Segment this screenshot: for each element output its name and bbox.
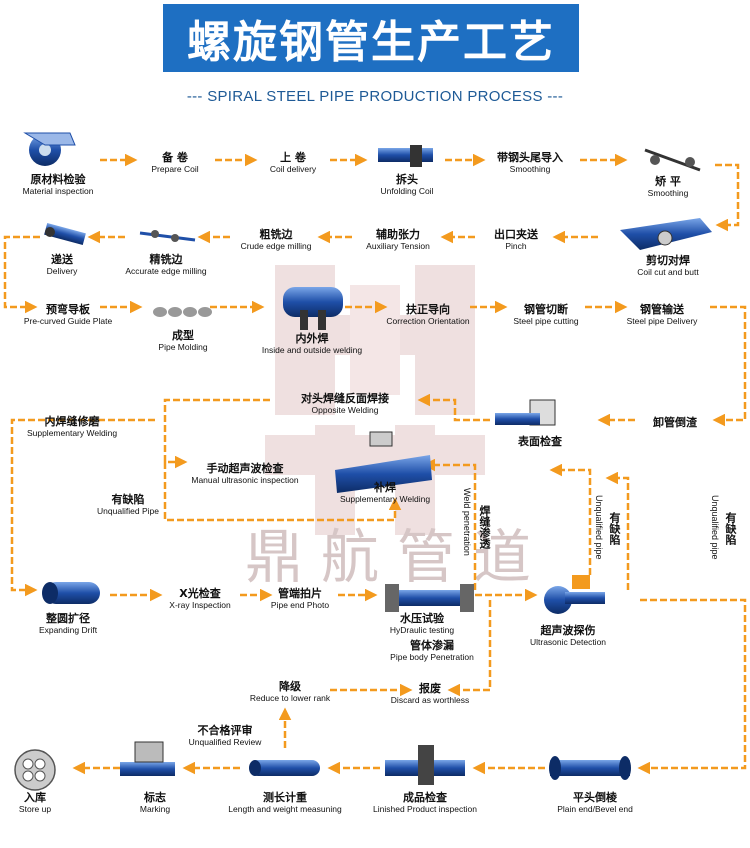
icon-material-inspection [23, 132, 76, 166]
step-unload-slag: 卸管倒渣 [653, 416, 697, 429]
icon-hydraulic [385, 584, 474, 612]
arrow-opp-loop [163, 398, 270, 469]
icon-store-up [14, 749, 56, 791]
icon-surface-check [495, 399, 556, 426]
unqualified-pipe-1-cn: 有缺陷 [608, 512, 621, 545]
icon-finished-product [385, 745, 465, 785]
icon-ultrasonic [544, 575, 605, 614]
icon-coil-cut [620, 218, 712, 250]
icon-smoothing [644, 148, 701, 172]
icon-expanding-drift [42, 582, 100, 604]
unqualified-pipe-1-en: Unqualified pipe [594, 495, 604, 560]
unqualified-pipe-2-en: Unqualified pipe [710, 495, 720, 560]
icon-length-weight [249, 760, 320, 776]
weld-penetration-en: Weld penetration [462, 488, 472, 556]
arrow-right-down [637, 598, 747, 775]
unqualified-pipe-2-cn: 有缺陷 [724, 512, 737, 545]
subtitle: --- SPIRAL STEEL PIPE PRODUCTION PROCESS… [186, 88, 564, 105]
icon-inside-outside-welding [283, 287, 343, 330]
arrow-r3-down [710, 305, 747, 427]
watermark-text: 鼎航管道 [245, 523, 550, 591]
step-surface-check: 表面检查 [518, 435, 562, 448]
arrow-left-down [10, 418, 155, 597]
arrow-ut-up [549, 463, 592, 575]
arrow-r4-up [417, 393, 490, 422]
arrow-manual-down [163, 462, 402, 522]
icon-unfolding-coil [378, 145, 433, 167]
icon-delivery [44, 223, 86, 245]
arrow-r1-down [715, 163, 740, 232]
arrow-ut-up2 [605, 471, 630, 590]
arrow-unq-loop [422, 458, 477, 590]
watermark-logo [265, 265, 485, 535]
icon-pipe-molding [153, 307, 212, 317]
arrow-hyd-down [447, 600, 492, 697]
weld-penetration-cn: 焊缝渗透 [478, 505, 491, 549]
icon-edge-milling [139, 230, 196, 242]
icon-plain-end [549, 756, 631, 780]
icon-marking [120, 741, 175, 776]
arrow-r2-down [3, 235, 40, 314]
icon-supplementary-welding [335, 431, 432, 493]
title-banner: 螺旋钢管生产工艺 [163, 4, 579, 72]
